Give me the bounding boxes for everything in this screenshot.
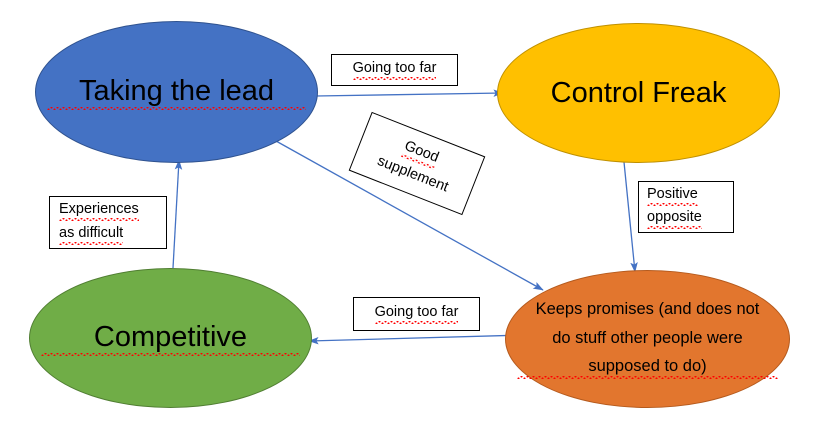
arrow-competitive-to-lead	[172, 159, 183, 269]
edge-label-experiences-line-2: as difficult	[59, 222, 124, 246]
node-keeps-promises-label: Keeps promises (and does not do stuff ot…	[517, 294, 778, 384]
node-taking-the-lead-label: Taking the lead	[47, 71, 306, 112]
arrow-lead-to-control	[315, 89, 504, 97]
node-competitive-label: Competitive	[41, 317, 300, 358]
edge-label-going-too-far-bottom[interactable]: Going too far	[353, 297, 480, 331]
node-control-freak-label: Control Freak	[550, 76, 727, 109]
node-keeps-promises[interactable]: Keeps promises (and does not do stuff ot…	[505, 270, 790, 408]
edge-label-positive-line-2: opposite	[647, 207, 702, 230]
arrow-control-to-keeps	[623, 161, 638, 273]
edge-label-going-too-far-top-text: Going too far	[352, 58, 437, 81]
edge-label-positive-line-1: Positive	[647, 183, 698, 207]
arrow-lead-to-keeps	[275, 140, 544, 291]
edge-label-experiences-as-difficult[interactable]: Experiences as difficult	[49, 196, 167, 249]
edge-label-going-too-far-top[interactable]: Going too far	[331, 54, 458, 86]
edge-label-positive-opposite[interactable]: Positive opposite	[638, 181, 734, 233]
edge-label-experiences-line-1: Experiences	[59, 199, 139, 222]
edge-label-going-too-far-bottom-text: Going too far	[374, 302, 459, 325]
node-competitive[interactable]: Competitive	[29, 268, 312, 408]
node-control-freak[interactable]: Control Freak	[497, 23, 780, 163]
node-taking-the-lead[interactable]: Taking the lead	[35, 21, 318, 163]
